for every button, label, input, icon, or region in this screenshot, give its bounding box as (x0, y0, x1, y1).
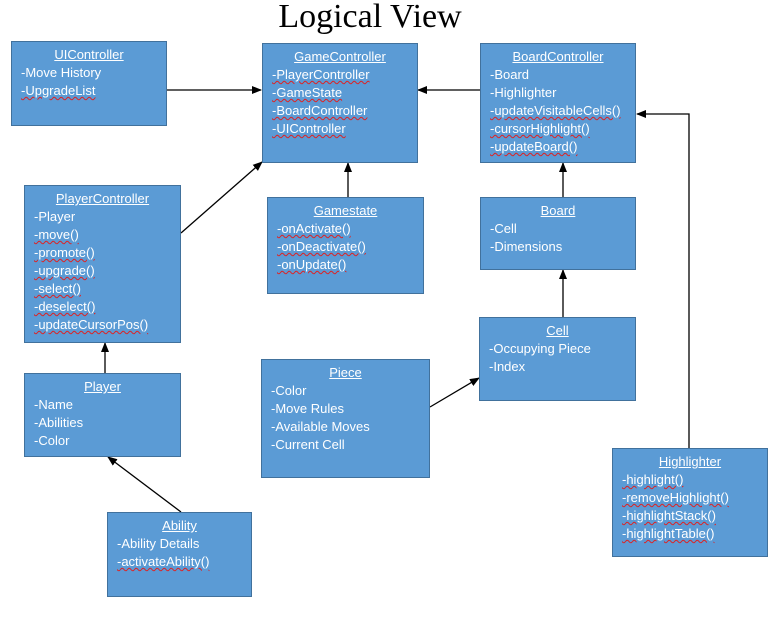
cell-attr: -Index (489, 359, 526, 374)
cell-attr: -Occupying Piece (489, 341, 591, 356)
playercontroller-method: -updateCursorPos() (34, 317, 149, 332)
gamecontroller-attr: -BoardController (272, 103, 368, 118)
board-attr: -Dimensions (490, 239, 563, 254)
class-piece-title: Piece (329, 365, 362, 380)
class-ability-title: Ability (162, 518, 197, 533)
class-uicontroller-title: UIController (54, 47, 124, 62)
playercontroller-method: -deselect() (34, 299, 96, 314)
playercontroller-method: -move() (34, 227, 79, 242)
class-cell: Cell -Occupying Piece -Index (479, 317, 636, 401)
boardcontroller-method: -updateVisitableCells() (490, 103, 621, 118)
class-gamestate: Gamestate -onActivate() -onDeactivate() … (267, 197, 424, 294)
class-player: Player -Name -Abilities -Color (24, 373, 181, 457)
uicontroller-attr: -Move History (21, 65, 102, 80)
arrow-highlighter-to-boardcontroller (636, 110, 690, 448)
class-highlighter-title: Highlighter (658, 454, 722, 469)
playercontroller-attr: -Player (34, 209, 76, 224)
class-gamecontroller-title: GameController (294, 49, 386, 64)
board-attr: -Cell (490, 221, 517, 236)
arrow-piece-to-cell (429, 377, 480, 408)
playercontroller-method: -select() (34, 281, 81, 296)
ability-method: -activateAbility() (117, 554, 210, 569)
highlighter-method: -highlightStack() (622, 508, 716, 523)
player-attr: -Name (34, 397, 74, 412)
gamestate-method: -onDeactivate() (277, 239, 366, 254)
gamecontroller-attr: -GameState (272, 85, 343, 100)
piece-attr: -Current Cell (271, 437, 345, 452)
class-ability: Ability -Ability Details -activateAbilit… (107, 512, 252, 597)
gamestate-method: -onUpdate() (277, 257, 347, 272)
class-cell-title: Cell (546, 323, 569, 338)
arrow-playercontroller-to-gamecontroller (180, 161, 263, 234)
class-highlighter: Highlighter -highlight() -removeHighligh… (612, 448, 768, 557)
piece-attr: -Color (271, 383, 307, 398)
player-attr: -Abilities (34, 415, 84, 430)
class-playercontroller: PlayerController -Player -move() -promot… (24, 185, 181, 343)
playercontroller-method: -promote() (34, 245, 95, 260)
class-playercontroller-title: PlayerController (55, 191, 150, 206)
highlighter-method: -highlightTable() (622, 526, 715, 541)
class-board-title: Board (540, 203, 576, 218)
piece-attr: -Move Rules (271, 401, 344, 416)
class-gamecontroller: GameController -PlayerController -GameSt… (262, 43, 418, 163)
ability-attr: -Ability Details (117, 536, 200, 551)
boardcontroller-method: -cursorHighlight() (490, 121, 590, 136)
class-board: Board -Cell -Dimensions (480, 197, 636, 270)
boardcontroller-attr: -Highlighter (490, 85, 557, 100)
diagram-title: Logical View (278, 0, 462, 35)
uicontroller-attr: -UpgradeList (21, 83, 96, 98)
class-gamestate-title: Gamestate (313, 203, 378, 218)
piece-attr: -Available Moves (271, 419, 370, 434)
boardcontroller-attr: -Board (490, 67, 530, 82)
highlighter-method: -highlight() (622, 472, 684, 487)
class-player-title: Player (84, 379, 121, 394)
class-uicontroller: UIController -Move History -UpgradeList (11, 41, 167, 126)
class-piece: Piece -Color -Move Rules -Available Move… (261, 359, 430, 478)
gamecontroller-attr: -PlayerController (272, 67, 370, 82)
boardcontroller-method: -updateBoard() (490, 139, 578, 154)
player-attr: -Color (34, 433, 70, 448)
class-boardcontroller-title: BoardController (512, 49, 604, 64)
arrow-ability-to-player (107, 456, 182, 513)
gamecontroller-attr: -UIController (272, 121, 346, 136)
class-boardcontroller: BoardController -Board -Highlighter -upd… (480, 43, 636, 163)
playercontroller-method: -upgrade() (34, 263, 95, 278)
highlighter-method: -removeHighlight() (622, 490, 729, 505)
gamestate-method: -onActivate() (277, 221, 351, 236)
